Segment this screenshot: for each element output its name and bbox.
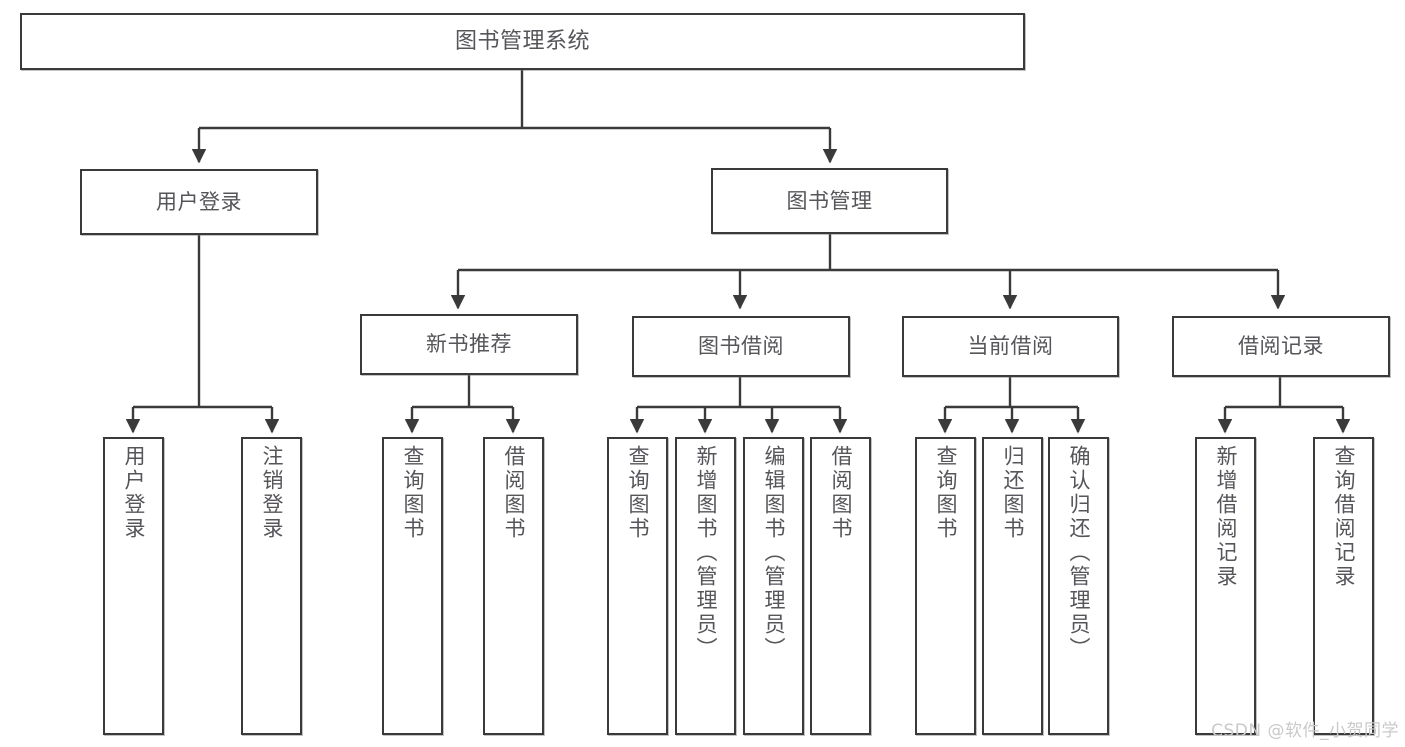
node-label: 新增图书（管理员）: [694, 445, 718, 661]
leaf-borrow-borrow-book[interactable]: 借阅图书: [810, 437, 871, 735]
node-user-login[interactable]: 用户登录: [80, 169, 318, 235]
node-label: 图书借阅: [698, 334, 784, 359]
leaf-recommend-query-book[interactable]: 查询图书: [382, 437, 443, 735]
leaf-borrow-add-book-admin[interactable]: 新增图书（管理员）: [675, 437, 736, 735]
leaf-current-confirm-return-admin[interactable]: 确认归还（管理员）: [1048, 437, 1109, 735]
node-label: 图书管理: [786, 188, 873, 213]
node-label: 查询图书: [626, 445, 650, 541]
leaf-current-return-book[interactable]: 归还图书: [982, 437, 1043, 735]
node-label: 注销登录: [260, 445, 284, 541]
leaf-record-add-record[interactable]: 新增借阅记录: [1195, 437, 1256, 735]
node-book-management[interactable]: 图书管理: [711, 168, 948, 234]
node-current-borrow[interactable]: 当前借阅: [902, 316, 1119, 377]
node-book-borrow[interactable]: 图书借阅: [632, 316, 850, 377]
leaf-record-query-record[interactable]: 查询借阅记录: [1313, 437, 1374, 735]
leaf-current-query-book[interactable]: 查询图书: [915, 437, 976, 735]
node-label: 借阅图书: [502, 445, 526, 541]
leaf-borrow-query-book[interactable]: 查询图书: [607, 437, 668, 735]
node-root-system[interactable]: 图书管理系统: [20, 13, 1025, 70]
node-borrow-record[interactable]: 借阅记录: [1172, 316, 1390, 377]
node-label: 确认归还（管理员）: [1067, 445, 1091, 661]
node-label: 查询图书: [934, 445, 958, 541]
node-label: 查询借阅记录: [1332, 445, 1356, 589]
leaf-borrow-edit-book-admin[interactable]: 编辑图书（管理员）: [743, 437, 804, 735]
node-label: 新书推荐: [426, 332, 512, 357]
leaf-user-login-signout[interactable]: 注销登录: [241, 437, 302, 735]
csdn-watermark: CSDN @软件_小贺同学: [1211, 721, 1399, 741]
node-label: 查询图书: [401, 445, 425, 541]
node-label: 借阅记录: [1238, 334, 1324, 359]
node-label: 借阅图书: [829, 445, 853, 541]
leaf-recommend-borrow-book[interactable]: 借阅图书: [483, 437, 544, 735]
node-label: 新增借阅记录: [1214, 445, 1238, 589]
node-new-book-recommend[interactable]: 新书推荐: [360, 314, 578, 375]
node-label: 归还图书: [1001, 445, 1025, 541]
leaf-user-login-signin[interactable]: 用户登录: [103, 437, 164, 735]
node-label: 用户登录: [156, 189, 242, 214]
node-label: 编辑图书（管理员）: [762, 445, 786, 661]
node-label: 用户登录: [122, 445, 146, 541]
node-label: 当前借阅: [967, 334, 1054, 359]
node-label: 图书管理系统: [454, 28, 590, 54]
